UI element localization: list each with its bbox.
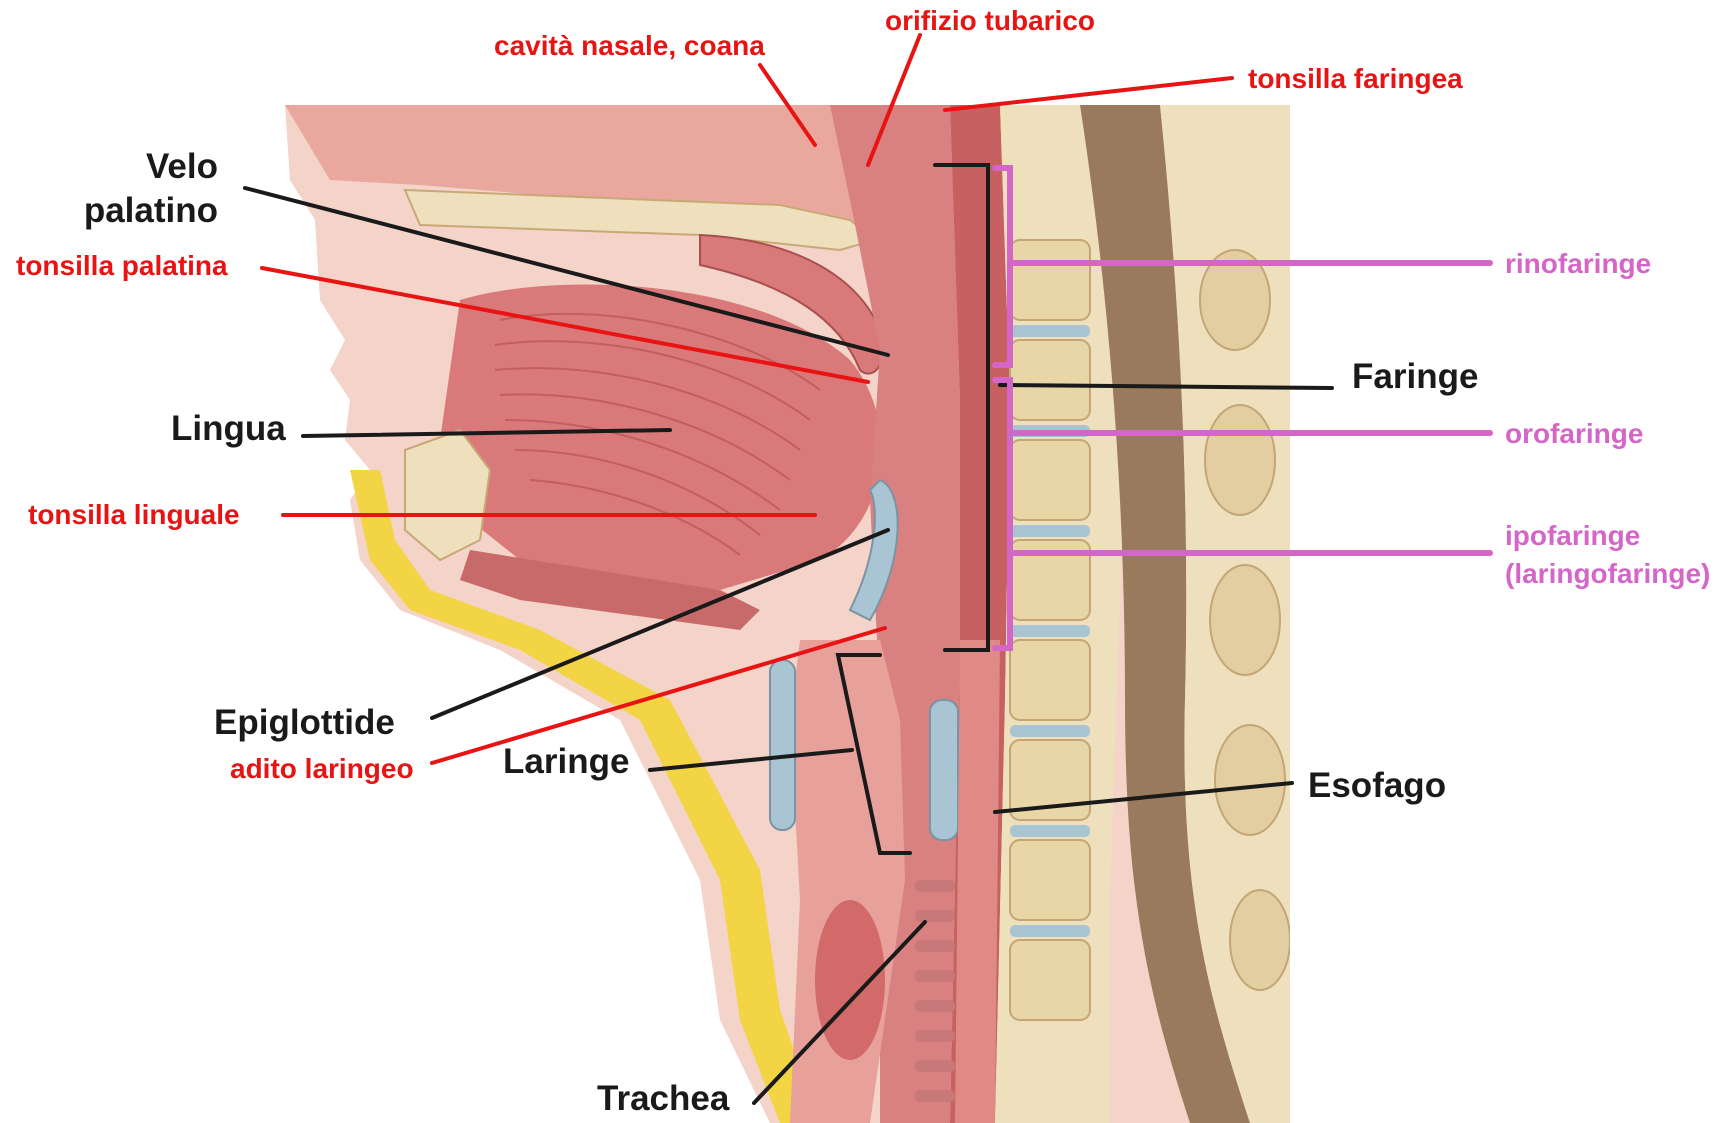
label-esofago: Esofago [1308, 766, 1446, 805]
arytenoid-cartilage [930, 700, 958, 840]
label-adito-laringeo: adito laringeo [230, 753, 414, 784]
label-tonsilla-faringea: tonsilla faringea [1248, 63, 1463, 94]
thyroid-gland [815, 900, 885, 1060]
label-velo: Velo [146, 147, 218, 186]
label-tonsilla-palatina: tonsilla palatina [16, 250, 228, 281]
label-palatino: palatino [84, 191, 218, 230]
label-tonsilla-linguale: tonsilla linguale [28, 499, 240, 530]
thyroid-cartilage [770, 660, 795, 830]
label-rinofaringe: rinofaringe [1505, 248, 1651, 279]
label-trachea: Trachea [597, 1079, 730, 1118]
label-laringofaringe: (laringofaringe) [1505, 558, 1710, 589]
label-orifizio-tubarico: orifizio tubarico [885, 5, 1095, 36]
label-ipofaringe: ipofaringe [1505, 520, 1640, 551]
label-lingua: Lingua [171, 409, 286, 448]
label-orofaringe: orofaringe [1505, 418, 1643, 449]
label-cavita-nasale: cavità nasale, coana [494, 30, 765, 61]
label-laringe: Laringe [503, 742, 629, 781]
esophagus [955, 640, 1000, 1123]
label-faringe: Faringe [1352, 357, 1478, 396]
label-epiglottide: Epiglottide [214, 703, 395, 742]
